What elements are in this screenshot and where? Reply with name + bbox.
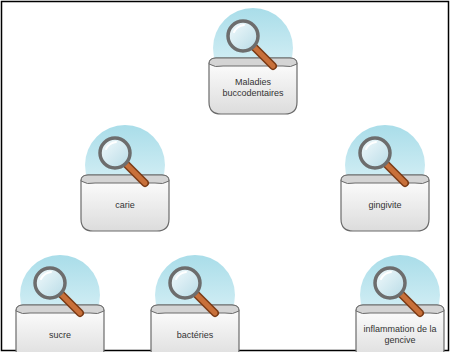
magnifier-lens xyxy=(100,138,130,168)
icon-graphic xyxy=(335,123,435,235)
glass-handle-outline xyxy=(253,46,273,66)
glass-handle xyxy=(195,293,215,313)
scroll-curl xyxy=(151,305,239,314)
scroll-banner xyxy=(81,175,169,231)
scroll-banner xyxy=(151,305,239,352)
glass-handle-outline xyxy=(60,293,80,313)
magnifier-lens xyxy=(228,21,258,51)
icon-graphic xyxy=(75,123,175,235)
node-label: bactéries xyxy=(177,330,214,341)
icon-node: carie xyxy=(75,123,175,235)
magnifier-lens xyxy=(360,138,390,168)
banner-text-area: sucre xyxy=(20,316,100,352)
scroll-banner xyxy=(341,175,429,231)
glass-handle xyxy=(125,163,145,183)
icon-node: gingivite xyxy=(335,123,435,235)
lens-glint xyxy=(176,272,186,279)
scroll-banner xyxy=(209,58,297,114)
node-label: inflammation de la gencive xyxy=(360,324,440,346)
glass-handle-outline xyxy=(195,293,215,313)
scroll-curl xyxy=(209,58,297,67)
glass-handle-outline xyxy=(400,293,420,313)
magnifier-lens xyxy=(375,268,405,298)
banner-text-area: carie xyxy=(85,186,165,224)
scroll-banner xyxy=(16,305,104,352)
scroll-curl xyxy=(81,175,169,184)
magnifier-lens xyxy=(170,268,200,298)
scroll-banner xyxy=(356,305,444,352)
banner-text-area: inflammation de la gencive xyxy=(360,316,440,352)
glass-handle-outline xyxy=(125,163,145,183)
glass-handle xyxy=(253,46,273,66)
node-label: Maladies buccodentaires xyxy=(213,77,293,99)
lens-glint xyxy=(41,272,51,279)
lens-glint xyxy=(234,25,244,32)
node-label: sucre xyxy=(49,330,71,341)
glass-handle-outline xyxy=(385,163,405,183)
glass-handle xyxy=(60,293,80,313)
glass-handle xyxy=(400,293,420,313)
scroll-curl xyxy=(16,305,104,314)
banner-text-area: bactéries xyxy=(155,316,235,352)
magnifier-lens xyxy=(35,268,65,298)
banner-text-area: Maladies buccodentaires xyxy=(213,69,293,107)
icon-node: inflammation de la gencive xyxy=(350,253,450,352)
glass-handle xyxy=(385,163,405,183)
lens-glint xyxy=(366,142,376,149)
node-label: carie xyxy=(115,200,135,211)
icon-node: Maladies buccodentaires xyxy=(203,6,303,118)
icon-node: bactéries xyxy=(145,253,245,352)
node-label: gingivite xyxy=(368,200,401,211)
lens-glint xyxy=(381,272,391,279)
icon-graphic xyxy=(203,6,303,118)
lens-glint xyxy=(106,142,116,149)
scroll-curl xyxy=(341,175,429,184)
scroll-curl xyxy=(356,305,444,314)
icon-node: sucre xyxy=(10,253,110,352)
banner-text-area: gingivite xyxy=(345,186,425,224)
